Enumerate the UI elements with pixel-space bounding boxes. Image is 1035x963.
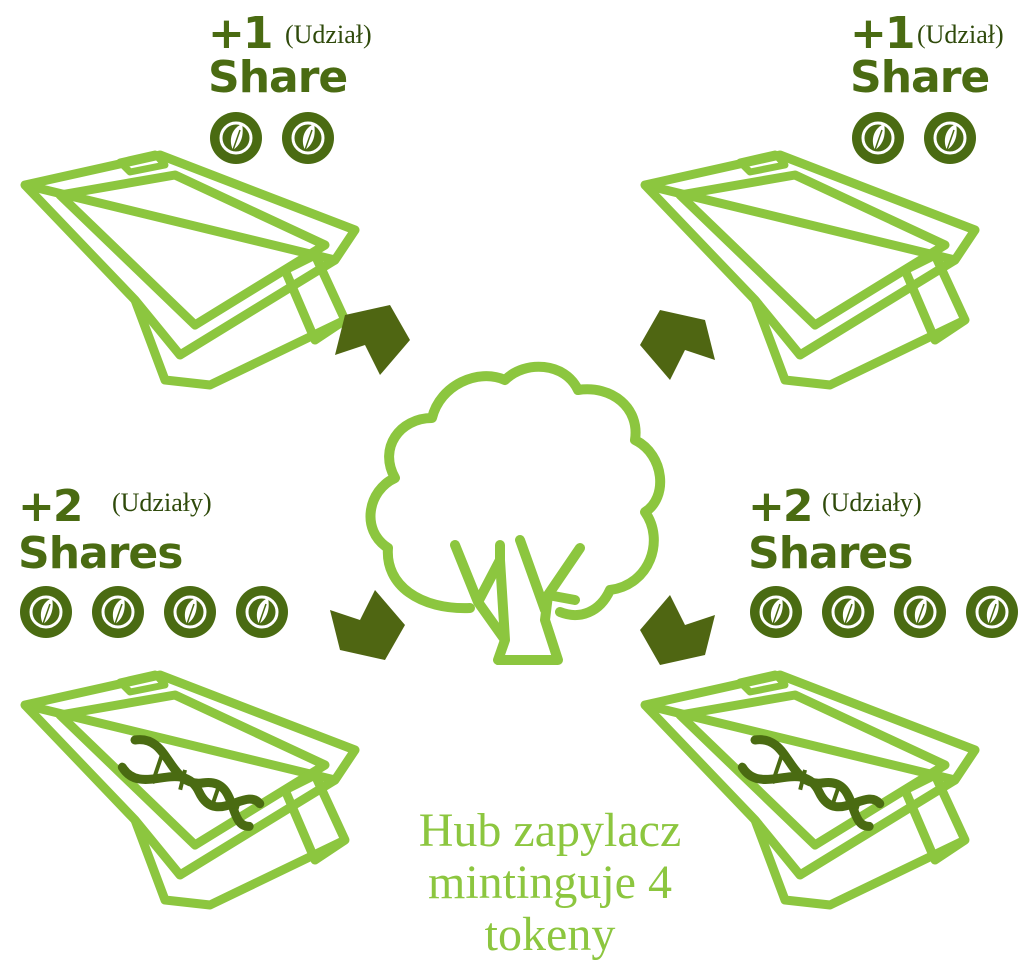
caption-line-3: tokeny [484, 908, 616, 961]
arrow-icon-bottom-left [330, 590, 405, 660]
tile-tl-note: (Udział) [285, 20, 372, 49]
caption-line-1: Hub zapylacz [418, 804, 682, 857]
leaf-token-icon [162, 584, 218, 640]
leaf-token-icon [850, 110, 906, 166]
tile-bl-word: Shares [18, 528, 183, 579]
tablet-icon-bottom-left [25, 674, 355, 905]
leaf-token-icon [892, 584, 948, 640]
leaf-token-icon [748, 584, 804, 640]
tile-tr-note: (Udział) [917, 20, 1004, 49]
tile-tl-word: Share [208, 52, 348, 103]
tile-br-note: (Udziały) [822, 488, 922, 517]
leaf-token-icon [234, 584, 290, 640]
leaf-token-icon [922, 110, 978, 166]
tile-bl-note: (Udziały) [112, 488, 212, 517]
leaf-token-icon [280, 110, 336, 166]
arrow-icon-bottom-right [640, 595, 715, 665]
arrow-icon-top-left [335, 305, 410, 375]
tree-icon [365, 361, 666, 665]
leaf-token-icon [90, 584, 146, 640]
leaf-token-icon [208, 110, 264, 166]
tile-br-word: Shares [748, 528, 913, 579]
tile-tr-plus: +1 [850, 8, 915, 59]
leaf-token-icon [18, 584, 74, 640]
tablet-icon-top-left [25, 154, 355, 385]
tile-bl-plus: +2 [18, 481, 83, 532]
leaf-token-icon [964, 584, 1020, 640]
leaf-token-icon [820, 584, 876, 640]
hub-caption: Hub zapylacz mintinguje 4 tokeny [340, 805, 760, 961]
tile-tr-word: Share [850, 52, 990, 103]
arrow-icon-top-right [640, 310, 715, 380]
caption-line-2: mintinguje 4 [428, 856, 672, 909]
tile-br-plus: +2 [748, 481, 813, 532]
tile-tl-plus: +1 [208, 8, 273, 59]
